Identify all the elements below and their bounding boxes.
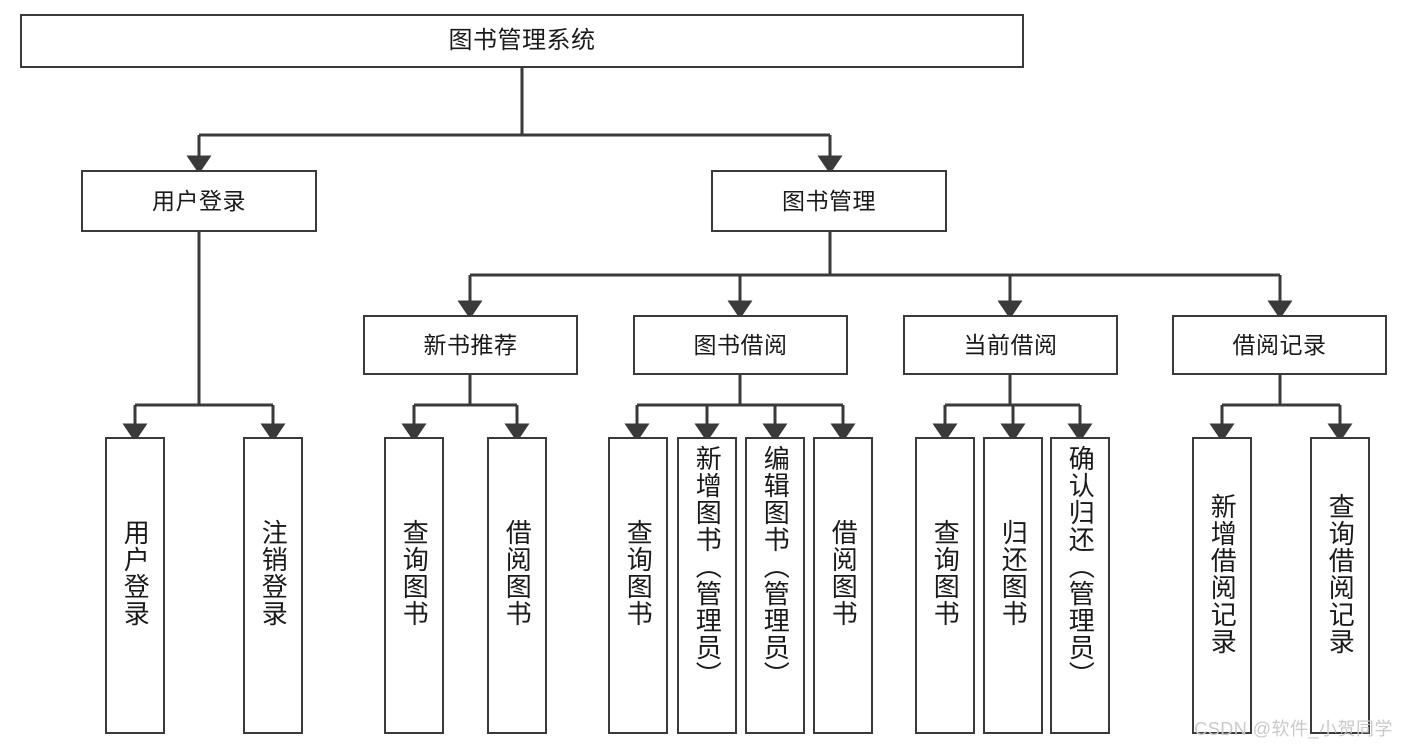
node-root-label: 图书管理系统	[448, 27, 596, 54]
leaf-query-book-3-label: 查询图书	[930, 519, 961, 627]
leaf-query-book-2[interactable]: 查询图书	[608, 437, 668, 734]
leaf-user-logout-label: 注销登录	[258, 519, 289, 627]
node-new-book-recommend-label: 新书推荐	[423, 331, 518, 358]
leaf-query-book-1[interactable]: 查询图书	[384, 437, 444, 734]
leaf-confirm-return[interactable]: 确认归还（管理员）	[1050, 437, 1110, 734]
node-current-borrow-label: 当前借阅	[963, 331, 1058, 358]
leaf-add-book-label: 新增图书（管理员）	[692, 445, 723, 688]
leaf-borrow-book-1[interactable]: 借阅图书	[487, 437, 547, 734]
leaf-return-book[interactable]: 归还图书	[983, 437, 1043, 734]
leaf-return-book-label: 归还图书	[998, 519, 1029, 627]
leaf-borrow-book-2[interactable]: 借阅图书	[813, 437, 873, 734]
leaf-add-book[interactable]: 新增图书（管理员）	[677, 437, 737, 734]
node-borrow-record-label: 借阅记录	[1232, 331, 1327, 358]
node-root[interactable]: 图书管理系统	[20, 14, 1024, 68]
node-book-borrow-label: 图书借阅	[693, 331, 788, 358]
leaf-edit-book[interactable]: 编辑图书（管理员）	[745, 437, 805, 734]
node-borrow-record[interactable]: 借阅记录	[1172, 315, 1387, 375]
leaf-query-record[interactable]: 查询借阅记录	[1310, 437, 1370, 734]
node-current-borrow[interactable]: 当前借阅	[903, 315, 1118, 375]
watermark: CSDN @软件_小贺同学	[1194, 719, 1393, 739]
node-book-manage[interactable]: 图书管理	[711, 170, 947, 232]
node-new-book-recommend[interactable]: 新书推荐	[363, 315, 578, 375]
leaf-user-login-label: 用户登录	[120, 519, 151, 627]
leaf-edit-book-label: 编辑图书（管理员）	[760, 445, 791, 688]
leaf-add-record[interactable]: 新增借阅记录	[1192, 437, 1252, 734]
node-user-login-label: 用户登录	[152, 187, 246, 214]
node-book-borrow[interactable]: 图书借阅	[633, 315, 848, 375]
leaf-query-book-1-label: 查询图书	[399, 519, 430, 627]
leaf-user-logout[interactable]: 注销登录	[243, 437, 303, 734]
leaf-query-book-3[interactable]: 查询图书	[915, 437, 975, 734]
leaf-query-book-2-label: 查询图书	[623, 519, 654, 627]
leaf-borrow-book-2-label: 借阅图书	[828, 519, 859, 627]
leaf-borrow-book-1-label: 借阅图书	[502, 519, 533, 627]
node-user-login[interactable]: 用户登录	[81, 170, 317, 232]
node-book-manage-label: 图书管理	[782, 187, 876, 214]
leaf-confirm-return-label: 确认归还（管理员）	[1065, 445, 1096, 688]
leaf-user-login[interactable]: 用户登录	[105, 437, 165, 734]
leaf-add-record-label: 新增借阅记录	[1207, 493, 1238, 655]
leaf-query-record-label: 查询借阅记录	[1325, 493, 1356, 655]
